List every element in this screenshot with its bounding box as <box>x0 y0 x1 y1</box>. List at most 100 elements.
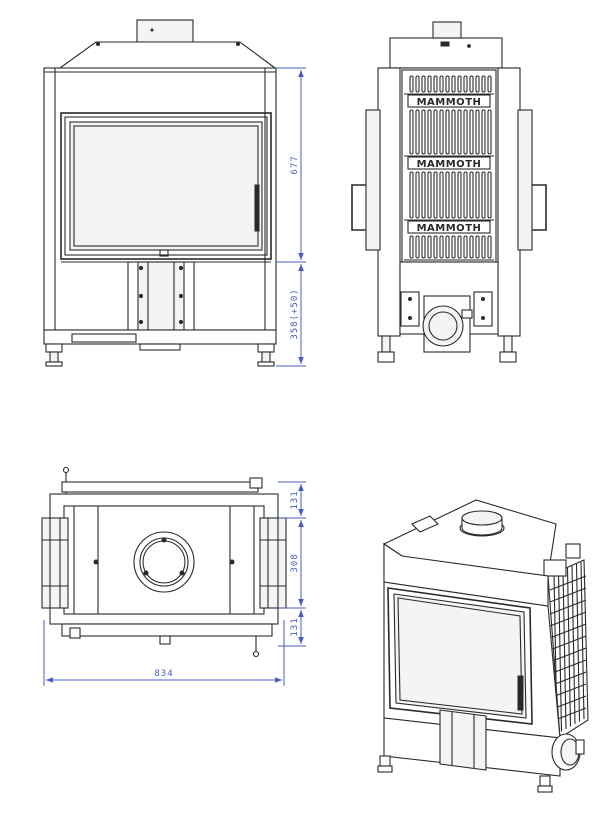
fin-slot <box>409 171 414 219</box>
fin-slot <box>433 75 438 93</box>
fin-slot <box>487 75 492 93</box>
fin-slot <box>415 171 420 219</box>
fin-slot <box>457 235 462 259</box>
front-foot-right <box>257 361 275 367</box>
iso-foot-right <box>537 785 553 793</box>
fin-slot <box>475 171 480 219</box>
fin-slot <box>421 109 426 155</box>
fin-slot <box>469 75 474 93</box>
fin-slot <box>415 109 420 155</box>
side-column-right <box>497 67 521 337</box>
fin-slot <box>469 235 474 259</box>
iso-glass <box>393 593 527 719</box>
fin-slot <box>451 75 456 93</box>
dim-top-depth-back: 131 <box>290 617 300 636</box>
dim-front-upper-height: 677 <box>290 155 300 174</box>
iso-flue-top <box>461 510 503 526</box>
fin-slot <box>409 109 414 155</box>
side-column-left <box>377 67 401 337</box>
dim-top-depth-front: 131 <box>290 490 300 509</box>
logo-text-bottom: MAMMOTH <box>417 223 482 234</box>
fin-slot <box>451 109 456 155</box>
front-glass <box>69 121 263 251</box>
top-view <box>41 466 287 658</box>
side-view: MAMMOTH MAMMOTH MAMMOTH <box>351 21 547 363</box>
fin-slot <box>427 75 432 93</box>
fin-slot <box>481 75 486 93</box>
fin-slot <box>421 235 426 259</box>
fin-slot <box>475 235 480 259</box>
top-fins-left <box>41 517 69 609</box>
top-back-strip <box>61 623 273 637</box>
fin-slot <box>487 235 492 259</box>
top-fins-right <box>259 517 287 609</box>
side-foot-right <box>499 351 517 363</box>
fin-slot <box>463 75 468 93</box>
iso-fin-rung <box>549 647 587 663</box>
front-hood <box>58 41 277 69</box>
dim-top-depth-middle: 308 <box>290 553 300 572</box>
iso-fin-rung <box>549 623 587 639</box>
fin-slot <box>439 75 444 93</box>
fin-slot <box>451 235 456 259</box>
fin-slot <box>421 75 426 93</box>
front-foot-left <box>45 361 63 367</box>
side-handle-right <box>532 184 547 231</box>
side-foot-left <box>377 351 395 363</box>
iso-door <box>387 587 533 725</box>
iso-fin-line <box>580 561 585 720</box>
fin-slot <box>457 109 462 155</box>
iso-foot-left <box>377 765 393 773</box>
fin-slot <box>409 75 414 93</box>
iso-fin-rung <box>549 587 587 603</box>
fin-slot <box>475 75 480 93</box>
fin-slot <box>439 171 444 219</box>
side-fins <box>404 75 494 261</box>
fin-slot <box>445 75 450 93</box>
front-door <box>60 112 272 260</box>
fin-slot <box>433 109 438 155</box>
fin-slot <box>487 109 492 155</box>
fin-slot <box>463 235 468 259</box>
fin-slot <box>445 235 450 259</box>
fin-slot <box>487 171 492 219</box>
fin-slot <box>463 109 468 155</box>
fin-slot <box>439 109 444 155</box>
fin-slot <box>451 171 456 219</box>
fin-slot <box>457 171 462 219</box>
fin-slot <box>427 109 432 155</box>
side-handle-left <box>351 184 366 231</box>
fin-slot <box>481 171 486 219</box>
fin-slot <box>433 235 438 259</box>
fin-slot <box>427 235 432 259</box>
front-door-handle <box>254 184 260 232</box>
fin-slot <box>457 75 462 93</box>
side-flue-collar <box>432 21 462 39</box>
fin-slot <box>439 235 444 259</box>
dim-top-width: 834 <box>154 669 173 679</box>
dim-front-lower-height: 358(+50) <box>290 288 300 339</box>
iso-fin-rung <box>549 659 587 675</box>
fin-slot <box>469 171 474 219</box>
front-dimensions: 677 358(+50) <box>276 67 306 367</box>
logo-text-top: MAMMOTH <box>417 97 482 108</box>
fin-slot <box>481 235 486 259</box>
iso-fin-rung <box>549 599 587 615</box>
iso-fin-rung <box>549 575 587 591</box>
fin-slot <box>469 109 474 155</box>
top-dimensions: 131 308 131 834 <box>43 481 306 686</box>
iso-fin-line <box>575 563 581 722</box>
fin-slot <box>463 171 468 219</box>
fin-slot <box>433 171 438 219</box>
fin-slot <box>445 171 450 219</box>
fin-slot <box>445 109 450 155</box>
fin-slot <box>421 171 426 219</box>
fin-slot <box>409 235 414 259</box>
iso-fin-line <box>571 565 576 725</box>
fin-slot <box>415 235 420 259</box>
fin-slot <box>415 75 420 93</box>
iso-fin-rung <box>549 611 587 627</box>
iso-fin-rung <box>549 671 587 687</box>
